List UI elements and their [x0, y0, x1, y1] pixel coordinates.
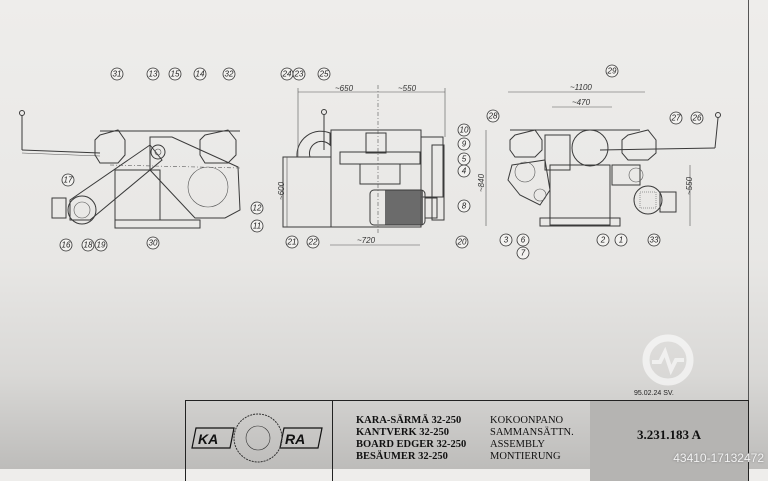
balloon: 21 — [285, 235, 299, 249]
balloon: 12 — [250, 201, 264, 215]
balloon: 17 — [61, 173, 75, 187]
balloon: 26 — [690, 111, 704, 125]
balloon: 24 — [280, 67, 294, 81]
svg-text:1: 1 — [619, 236, 623, 245]
svg-text:31: 31 — [113, 70, 122, 79]
svg-text:19: 19 — [97, 241, 106, 250]
svg-text:12: 12 — [253, 204, 262, 213]
left-view — [19, 110, 241, 229]
balloon: 23 — [292, 67, 306, 81]
svg-text:4: 4 — [462, 167, 467, 176]
svg-text:6: 6 — [521, 236, 526, 245]
dimension-720: ~720 — [357, 236, 376, 245]
svg-text:27: 27 — [671, 114, 681, 123]
svg-text:23: 23 — [294, 70, 304, 79]
balloon: 2 — [596, 233, 610, 247]
balloon: 8 — [457, 199, 471, 213]
balloon: 19 — [94, 238, 108, 252]
svg-text:26: 26 — [692, 114, 702, 123]
date-signature: 95.02.24 SV. — [634, 390, 674, 397]
drawing-border — [748, 0, 749, 469]
svg-text:7: 7 — [521, 249, 526, 258]
watermark-gear-icon — [642, 334, 694, 386]
balloon: 13 — [146, 67, 160, 81]
balloon: 5 — [457, 152, 471, 166]
balloon: 7 — [516, 246, 530, 260]
balloon: 6 — [516, 233, 530, 247]
dimension-1100: ~1100 — [570, 83, 592, 92]
balloon: 3 — [499, 233, 513, 247]
svg-text:21: 21 — [287, 238, 297, 247]
logo-cell: KA RA — [186, 401, 333, 481]
svg-text:22: 22 — [308, 238, 318, 247]
balloon: 25 — [317, 67, 331, 81]
balloon: 11 — [250, 219, 264, 233]
balloon: 4 — [457, 164, 471, 178]
svg-text:RA: RA — [285, 431, 305, 447]
balloon: 31 — [110, 67, 124, 81]
svg-text:18: 18 — [84, 241, 93, 250]
svg-text:16: 16 — [62, 241, 71, 250]
part-balloons: 31 13 15 14 32 17 12 11 16 18 19 30 24 2… — [59, 64, 704, 260]
svg-text:32: 32 — [225, 70, 234, 79]
dimension-470: ~470 — [572, 98, 591, 107]
balloon: 9 — [457, 137, 471, 151]
svg-text:15: 15 — [171, 70, 180, 79]
svg-text:14: 14 — [196, 70, 205, 79]
dimension-650: ~650 — [335, 84, 354, 93]
title-cell: KARA-SÄRMÄ 32-250 KANTVERK 32-250 BOARD … — [332, 401, 591, 481]
balloon: 15 — [168, 67, 182, 81]
svg-text:25: 25 — [319, 70, 329, 79]
product-names: KARA-SÄRMÄ 32-250 KANTVERK 32-250 BOARD … — [356, 415, 467, 462]
balloon: 10 — [457, 123, 471, 137]
title-block: KA RA KARA-SÄRMÄ 32-250 KANTVERK 32-250 … — [185, 400, 749, 481]
assembly-drawing: ~650 ~550 ~600 ~720 ~1100 ~470 ~840 ~550… — [19, 64, 721, 386]
svg-text:8: 8 — [462, 202, 467, 211]
balloon: 29 — [605, 64, 619, 78]
svg-text:13: 13 — [149, 70, 158, 79]
balloon: 28 — [486, 109, 500, 123]
svg-text:17: 17 — [64, 176, 73, 185]
dimension-600: ~600 — [277, 181, 286, 200]
balloon: 22 — [306, 235, 320, 249]
dimension-550: ~550 — [398, 84, 417, 93]
svg-text:3: 3 — [504, 236, 509, 245]
balloon: 14 — [193, 67, 207, 81]
svg-text:30: 30 — [149, 239, 158, 248]
balloon: 30 — [146, 236, 160, 250]
balloon: 33 — [647, 233, 661, 247]
svg-text:11: 11 — [253, 222, 261, 231]
svg-text:24: 24 — [282, 70, 292, 79]
svg-text:20: 20 — [457, 238, 467, 247]
svg-text:9: 9 — [462, 140, 467, 149]
svg-text:2: 2 — [600, 236, 606, 245]
balloon: 16 — [59, 238, 73, 252]
svg-text:33: 33 — [650, 236, 659, 245]
dimension-550-height: ~550 — [685, 176, 694, 195]
side-view: ~650 ~550 ~600 ~720 — [277, 84, 446, 246]
svg-text:28: 28 — [488, 112, 498, 121]
watermark-id: 43410-17132472 — [673, 451, 764, 465]
drawing-number: 3.231.183 A — [637, 427, 701, 442]
drawing-type: KOKOONPANO SAMMANSÄTTN. ASSEMBLY MONTIER… — [490, 415, 574, 462]
drawing-number-cell: 3.231.183 A — [590, 401, 749, 481]
svg-text:5: 5 — [462, 155, 467, 164]
svg-text:KA: KA — [198, 431, 218, 447]
dimension-840: ~840 — [477, 173, 486, 192]
right-view: ~1100 ~470 ~840 ~550 — [477, 83, 721, 227]
svg-text:29: 29 — [607, 67, 617, 76]
balloon: 27 — [669, 111, 683, 125]
svg-text:10: 10 — [460, 126, 469, 135]
balloon: 20 — [455, 235, 469, 249]
balloon: 32 — [222, 67, 236, 81]
kara-logo: KA RA — [191, 413, 323, 463]
balloon: 1 — [614, 233, 628, 247]
balloon: 18 — [81, 238, 95, 252]
